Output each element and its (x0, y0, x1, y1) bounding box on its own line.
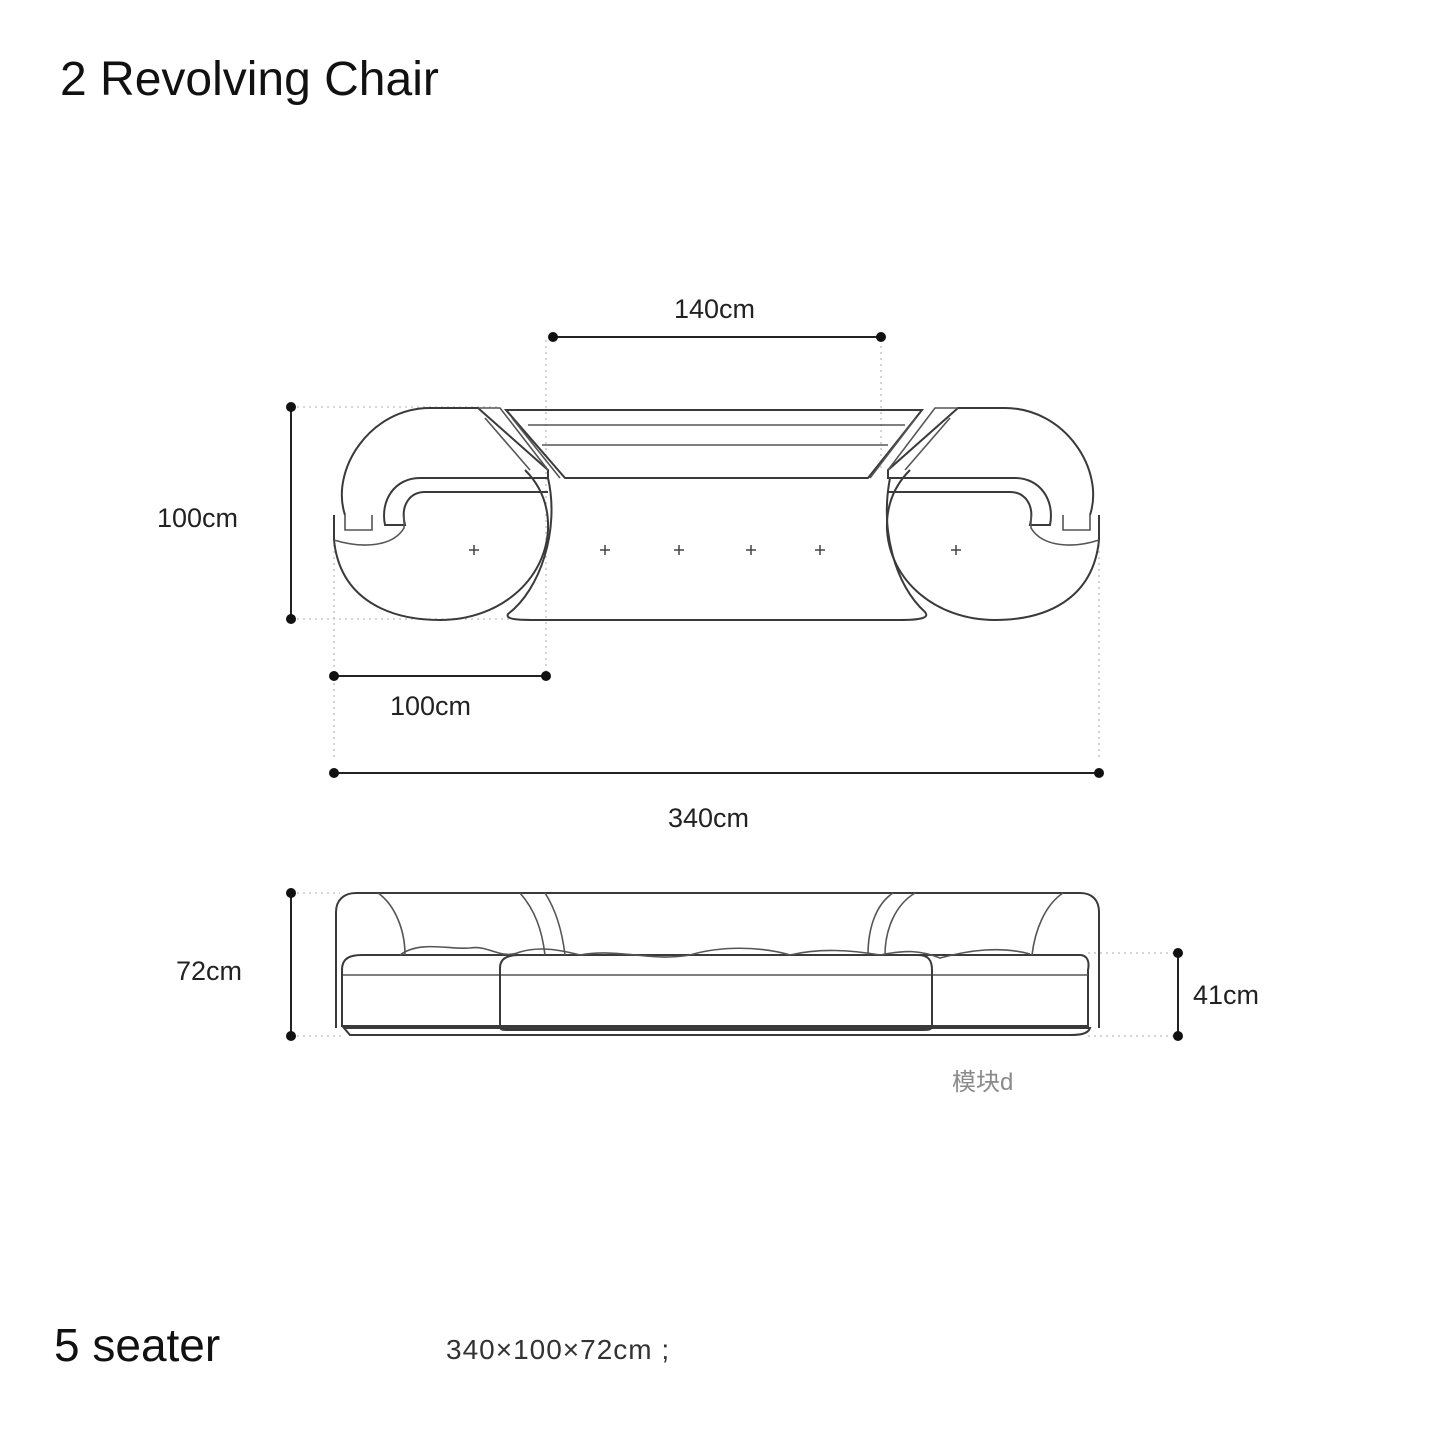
right-revolving-chair (885, 407, 1100, 622)
left-revolving-chair (333, 407, 550, 622)
top-view: 140cm 100cm 100cm 340cm (157, 294, 1104, 833)
dim-height: 72cm (176, 956, 242, 986)
seater-label: 5 seater (54, 1319, 221, 1371)
dim-seat-height: 41cm (1193, 980, 1259, 1010)
dim-total-width: 340cm (668, 803, 749, 833)
product-title: 2 Revolving Chair (60, 53, 439, 106)
dim-chair-width: 100cm (390, 691, 471, 721)
middle-section (503, 409, 928, 621)
dim-middle-width: 140cm (674, 294, 755, 324)
seat-markers (469, 545, 961, 555)
module-label: 模块d (952, 1069, 1014, 1096)
overall-dimensions: 340×100×72cm ; (446, 1334, 671, 1365)
front-view: 72cm 41cm (176, 888, 1259, 1041)
dim-depth: 100cm (157, 503, 238, 533)
